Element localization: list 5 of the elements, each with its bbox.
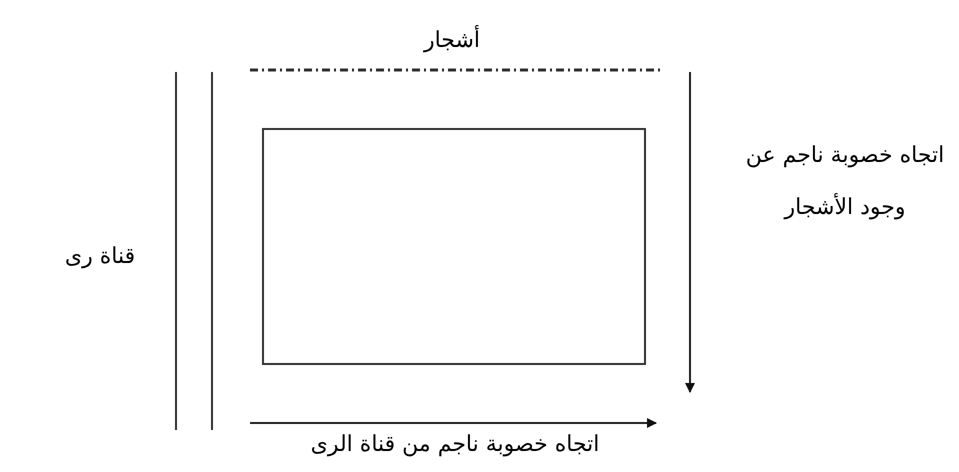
direction-label: اتجاه خصوبة ناجم من قناة الرى [310,431,600,459]
direction-label: اتجاه خصوبة ناجم عن وجود الأشجار [744,142,946,222]
field-plot [262,128,646,365]
tree-row-label: أشجار [352,24,552,57]
canal-label: قناة رى [64,243,136,271]
